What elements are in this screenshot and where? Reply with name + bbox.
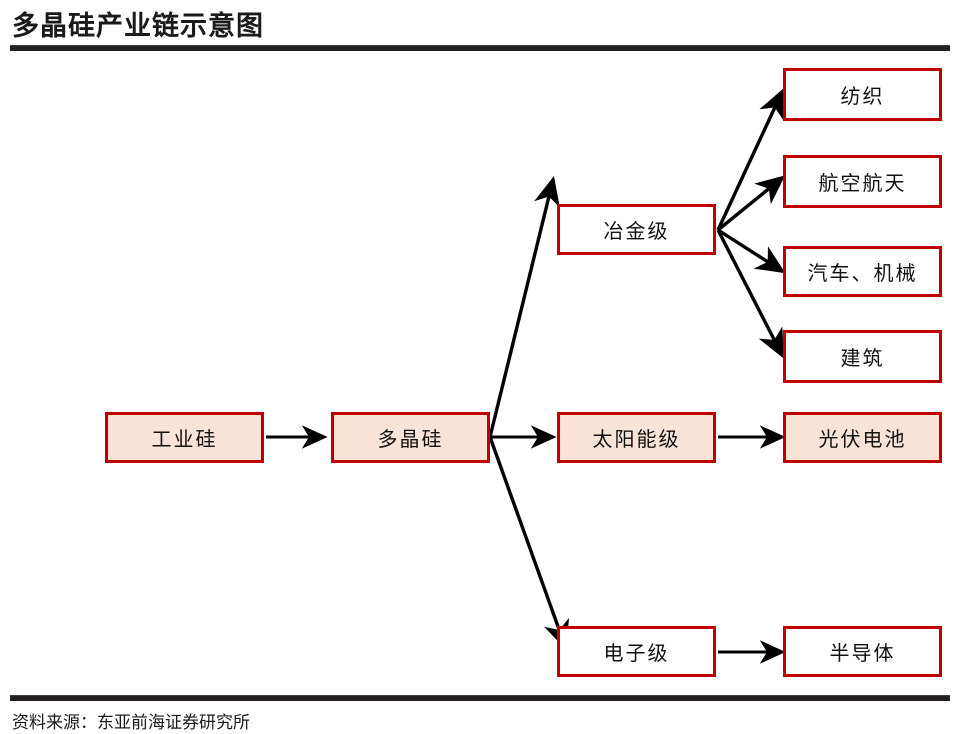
edge-metallurgical-to-auto-machinery <box>717 228 786 274</box>
node-textile[interactable]: 纺织 <box>783 68 942 121</box>
node-construction[interactable]: 建筑 <box>783 330 942 383</box>
node-label: 航空航天 <box>818 173 907 195</box>
node-semiconductor[interactable]: 半导体 <box>783 626 942 677</box>
edge-metallurgical-to-aerospace <box>716 175 786 232</box>
node-label: 太阳能级 <box>592 429 681 451</box>
node-polysilicon[interactable]: 多晶硅 <box>331 412 490 463</box>
edge-metallurgical-to-construction <box>716 229 784 359</box>
source-note: 资料来源：东亚前海证券研究所 <box>12 713 250 732</box>
edge-polysilicon-to-metallurgical <box>488 176 560 438</box>
polysilicon-value-chain-diagram: 工业硅 多晶硅 冶金级 太阳能级 电子级 纺织 航空航天 汽车、机械 建筑 光伏… <box>0 52 960 692</box>
node-label: 电子级 <box>603 643 670 665</box>
node-label: 建筑 <box>840 348 885 370</box>
node-metallurgical-grade[interactable]: 冶金级 <box>557 204 716 255</box>
arrow-layer <box>266 88 786 664</box>
page-title: 多晶硅产业链示意图 <box>12 11 264 41</box>
node-label: 汽车、机械 <box>807 263 918 285</box>
footer-divider <box>10 695 950 701</box>
node-label: 半导体 <box>829 643 896 665</box>
node-auto-machinery[interactable]: 汽车、机械 <box>783 246 942 297</box>
node-label: 工业硅 <box>151 429 218 451</box>
node-label: 多晶硅 <box>377 429 444 451</box>
edge-metallurgical-to-textile <box>716 88 784 231</box>
title-divider <box>10 45 950 51</box>
node-electronic-grade[interactable]: 电子级 <box>557 626 716 677</box>
node-label: 冶金级 <box>603 221 670 243</box>
node-pv-cell[interactable]: 光伏电池 <box>783 412 942 463</box>
node-label: 纺织 <box>840 86 885 108</box>
node-aerospace[interactable]: 航空航天 <box>783 155 942 208</box>
node-solar-grade[interactable]: 太阳能级 <box>557 412 716 463</box>
node-industrial-silicon[interactable]: 工业硅 <box>105 412 264 463</box>
node-label: 光伏电池 <box>818 429 907 451</box>
edge-polysilicon-to-electronic-grade <box>488 436 569 650</box>
